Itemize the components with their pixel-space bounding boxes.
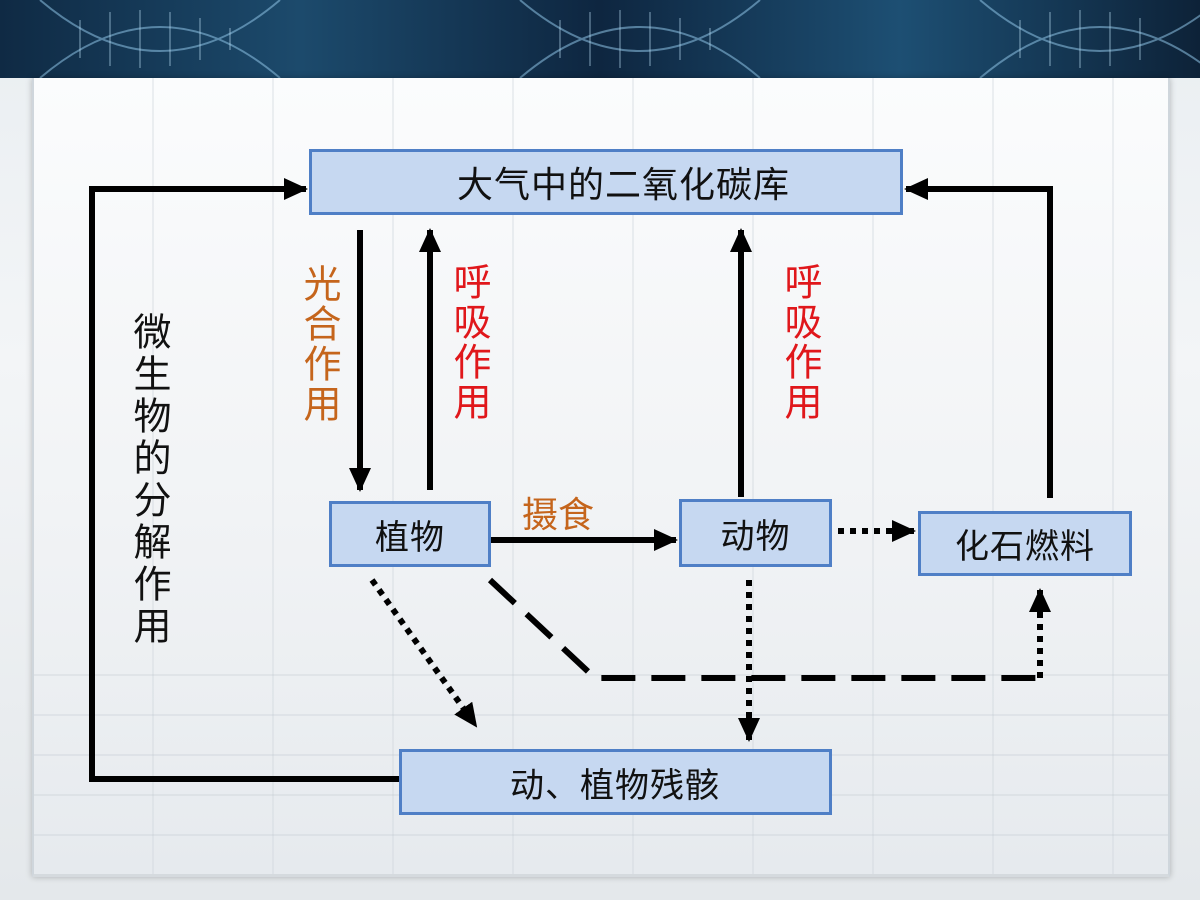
node-atmosphere-co2: 大气中的二氧化碳库 (309, 149, 903, 215)
node-fossil-fuel: 化石燃料 (918, 511, 1132, 576)
label-respiration-plant: 呼吸作用 (450, 262, 488, 422)
arrow-plant-to-fossil (490, 580, 1040, 678)
label-respiration-animal: 呼吸作用 (781, 262, 819, 422)
node-animal: 动物 (679, 499, 832, 567)
arrow-fossil-combustion (906, 189, 1050, 498)
node-remains: 动、植物残骸 (399, 749, 832, 815)
label-photosynthesis: 光合作用 (300, 264, 338, 424)
label-decomposition: 微生物的分解作用 (130, 312, 168, 648)
arrow-plant-to-remains (372, 580, 476, 726)
node-plant: 植物 (329, 501, 491, 567)
label-eating: 摄食 (522, 486, 594, 538)
